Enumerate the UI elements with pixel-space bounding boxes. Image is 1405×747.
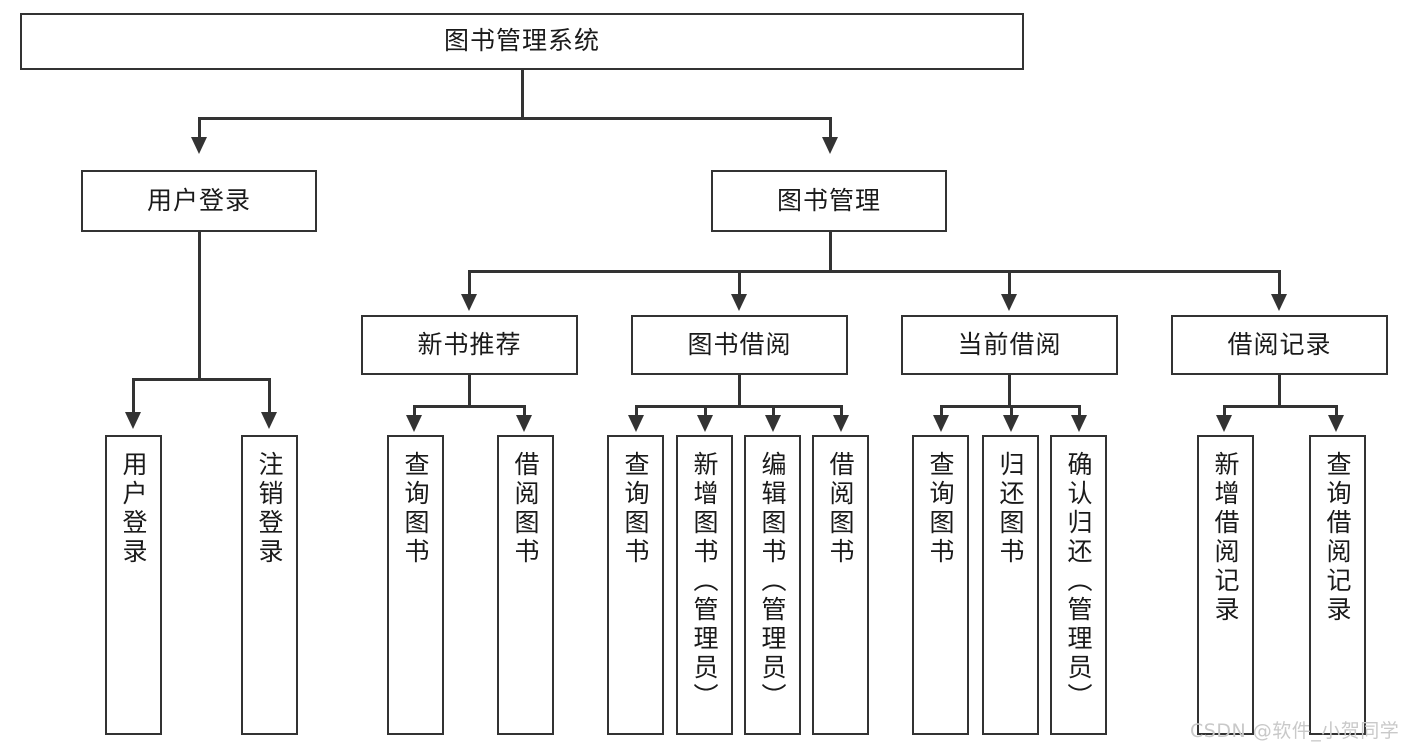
arrow-leaf-current-borrow-1 (933, 415, 949, 432)
node-label: 编辑图书（管理员） (758, 451, 787, 712)
node-book-borrow[interactable]: 图书借阅 (631, 315, 848, 375)
edge-level3-drop-1 (468, 270, 471, 296)
arrow-leaf-new-books-2 (516, 415, 532, 432)
node-label: 查询借阅记录 (1323, 451, 1352, 625)
node-label: 新书推荐 (417, 329, 522, 359)
node-borrow-records[interactable]: 借阅记录 (1171, 315, 1388, 375)
edge-level3-drop-2 (738, 270, 741, 296)
arrow-level3-2 (731, 294, 747, 311)
arrow-leaf-book-borrow-4 (833, 415, 849, 432)
node-current-borrow[interactable]: 当前借阅 (901, 315, 1118, 375)
edge-borrow-records-drop-1 (1223, 405, 1226, 417)
edge-current-borrow-stem (1008, 375, 1011, 407)
node-label: 归还图书 (996, 451, 1025, 567)
node-label: 借阅图书 (511, 451, 540, 567)
node-label: 借阅记录 (1227, 329, 1332, 359)
edge-book-borrow-drop-1 (635, 405, 638, 417)
arrow-leaf-book-borrow-1 (628, 415, 644, 432)
edge-new-books-drop-1 (413, 405, 416, 417)
arrow-leaf-current-borrow-3 (1071, 415, 1087, 432)
edge-level3-drop-3 (1008, 270, 1011, 296)
node-label: 查询图书 (621, 451, 650, 567)
edge-book-borrow-stem (738, 375, 741, 407)
node-label: 当前借阅 (957, 329, 1062, 359)
edge-book-borrow-drop-4 (840, 405, 843, 417)
arrow-leaf-new-books-1 (406, 415, 422, 432)
edge-level2-bus (198, 117, 832, 120)
leaf-query-book-current[interactable]: 查询图书 (912, 435, 969, 735)
edge-user-login-stem (198, 232, 201, 380)
leaf-add-book-admin[interactable]: 新增图书（管理员） (676, 435, 733, 735)
arrow-leaf-borrow-records-2 (1328, 415, 1344, 432)
leaf-edit-book-admin[interactable]: 编辑图书（管理员） (744, 435, 801, 735)
leaf-borrow-book-new[interactable]: 借阅图书 (497, 435, 554, 735)
edge-user-login-bus (132, 378, 268, 381)
edge-user-login-drop-2 (268, 378, 271, 414)
leaf-borrow-book[interactable]: 借阅图书 (812, 435, 869, 735)
node-label: 确认归还（管理员） (1064, 451, 1093, 712)
arrow-leaf-book-borrow-2 (697, 415, 713, 432)
edge-new-books-drop-2 (523, 405, 526, 417)
leaf-add-borrow-record[interactable]: 新增借阅记录 (1197, 435, 1254, 735)
node-label: 图书管理系统 (443, 26, 600, 56)
edge-book-borrow-drop-3 (772, 405, 775, 417)
node-book-management[interactable]: 图书管理 (711, 170, 947, 232)
node-user-login[interactable]: 用户登录 (81, 170, 317, 232)
node-root-book-management-system[interactable]: 图书管理系统 (20, 13, 1024, 70)
edge-to-book-management (829, 117, 832, 139)
arrow-level3-3 (1001, 294, 1017, 311)
edge-current-borrow-drop-2 (1010, 405, 1013, 417)
node-label: 查询图书 (401, 451, 430, 567)
arrow-leaf-logout (261, 412, 277, 429)
edge-current-borrow-drop-3 (1078, 405, 1081, 417)
node-label: 用户登录 (146, 185, 251, 215)
leaf-user-login[interactable]: 用户登录 (105, 435, 162, 735)
leaf-query-borrow-record[interactable]: 查询借阅记录 (1309, 435, 1366, 735)
edge-borrow-records-drop-2 (1335, 405, 1338, 417)
arrow-level3-1 (461, 294, 477, 311)
arrow-leaf-user-login (125, 412, 141, 429)
edge-new-books-bus (413, 405, 523, 408)
edge-level3-bus (468, 270, 1280, 273)
edge-root-stem (521, 70, 524, 118)
edge-book-borrow-drop-2 (704, 405, 707, 417)
arrow-leaf-borrow-records-1 (1216, 415, 1232, 432)
edge-user-login-drop-1 (132, 378, 135, 414)
leaf-query-book-borrow[interactable]: 查询图书 (607, 435, 664, 735)
arrow-level3-4 (1271, 294, 1287, 311)
node-label: 新增借阅记录 (1211, 451, 1240, 625)
edge-borrow-records-stem (1278, 375, 1281, 407)
node-label: 新增图书（管理员） (690, 451, 719, 712)
leaf-query-book-new[interactable]: 查询图书 (387, 435, 444, 735)
node-label: 注销登录 (255, 451, 284, 567)
edge-new-books-stem (468, 375, 471, 407)
node-new-book-recommend[interactable]: 新书推荐 (361, 315, 578, 375)
edge-current-borrow-drop-1 (940, 405, 943, 417)
csdn-watermark: CSDN @软件_小贺同学 (1190, 720, 1400, 742)
edge-to-user-login (198, 117, 201, 139)
leaf-return-book[interactable]: 归还图书 (982, 435, 1039, 735)
node-label: 图书借阅 (687, 329, 792, 359)
node-label: 借阅图书 (826, 451, 855, 567)
edge-level3-drop-4 (1278, 270, 1281, 296)
arrow-to-user-login (191, 137, 207, 154)
arrow-leaf-book-borrow-3 (765, 415, 781, 432)
arrow-to-book-management (822, 137, 838, 154)
edge-book-borrow-bus (635, 405, 843, 408)
arrow-leaf-current-borrow-2 (1003, 415, 1019, 432)
node-label: 图书管理 (776, 185, 881, 215)
node-label: 查询图书 (926, 451, 955, 567)
leaf-logout[interactable]: 注销登录 (241, 435, 298, 735)
leaf-confirm-return-admin[interactable]: 确认归还（管理员） (1050, 435, 1107, 735)
node-label: 用户登录 (119, 451, 148, 567)
edge-borrow-records-bus (1223, 405, 1335, 408)
edge-book-management-stem (829, 232, 832, 272)
